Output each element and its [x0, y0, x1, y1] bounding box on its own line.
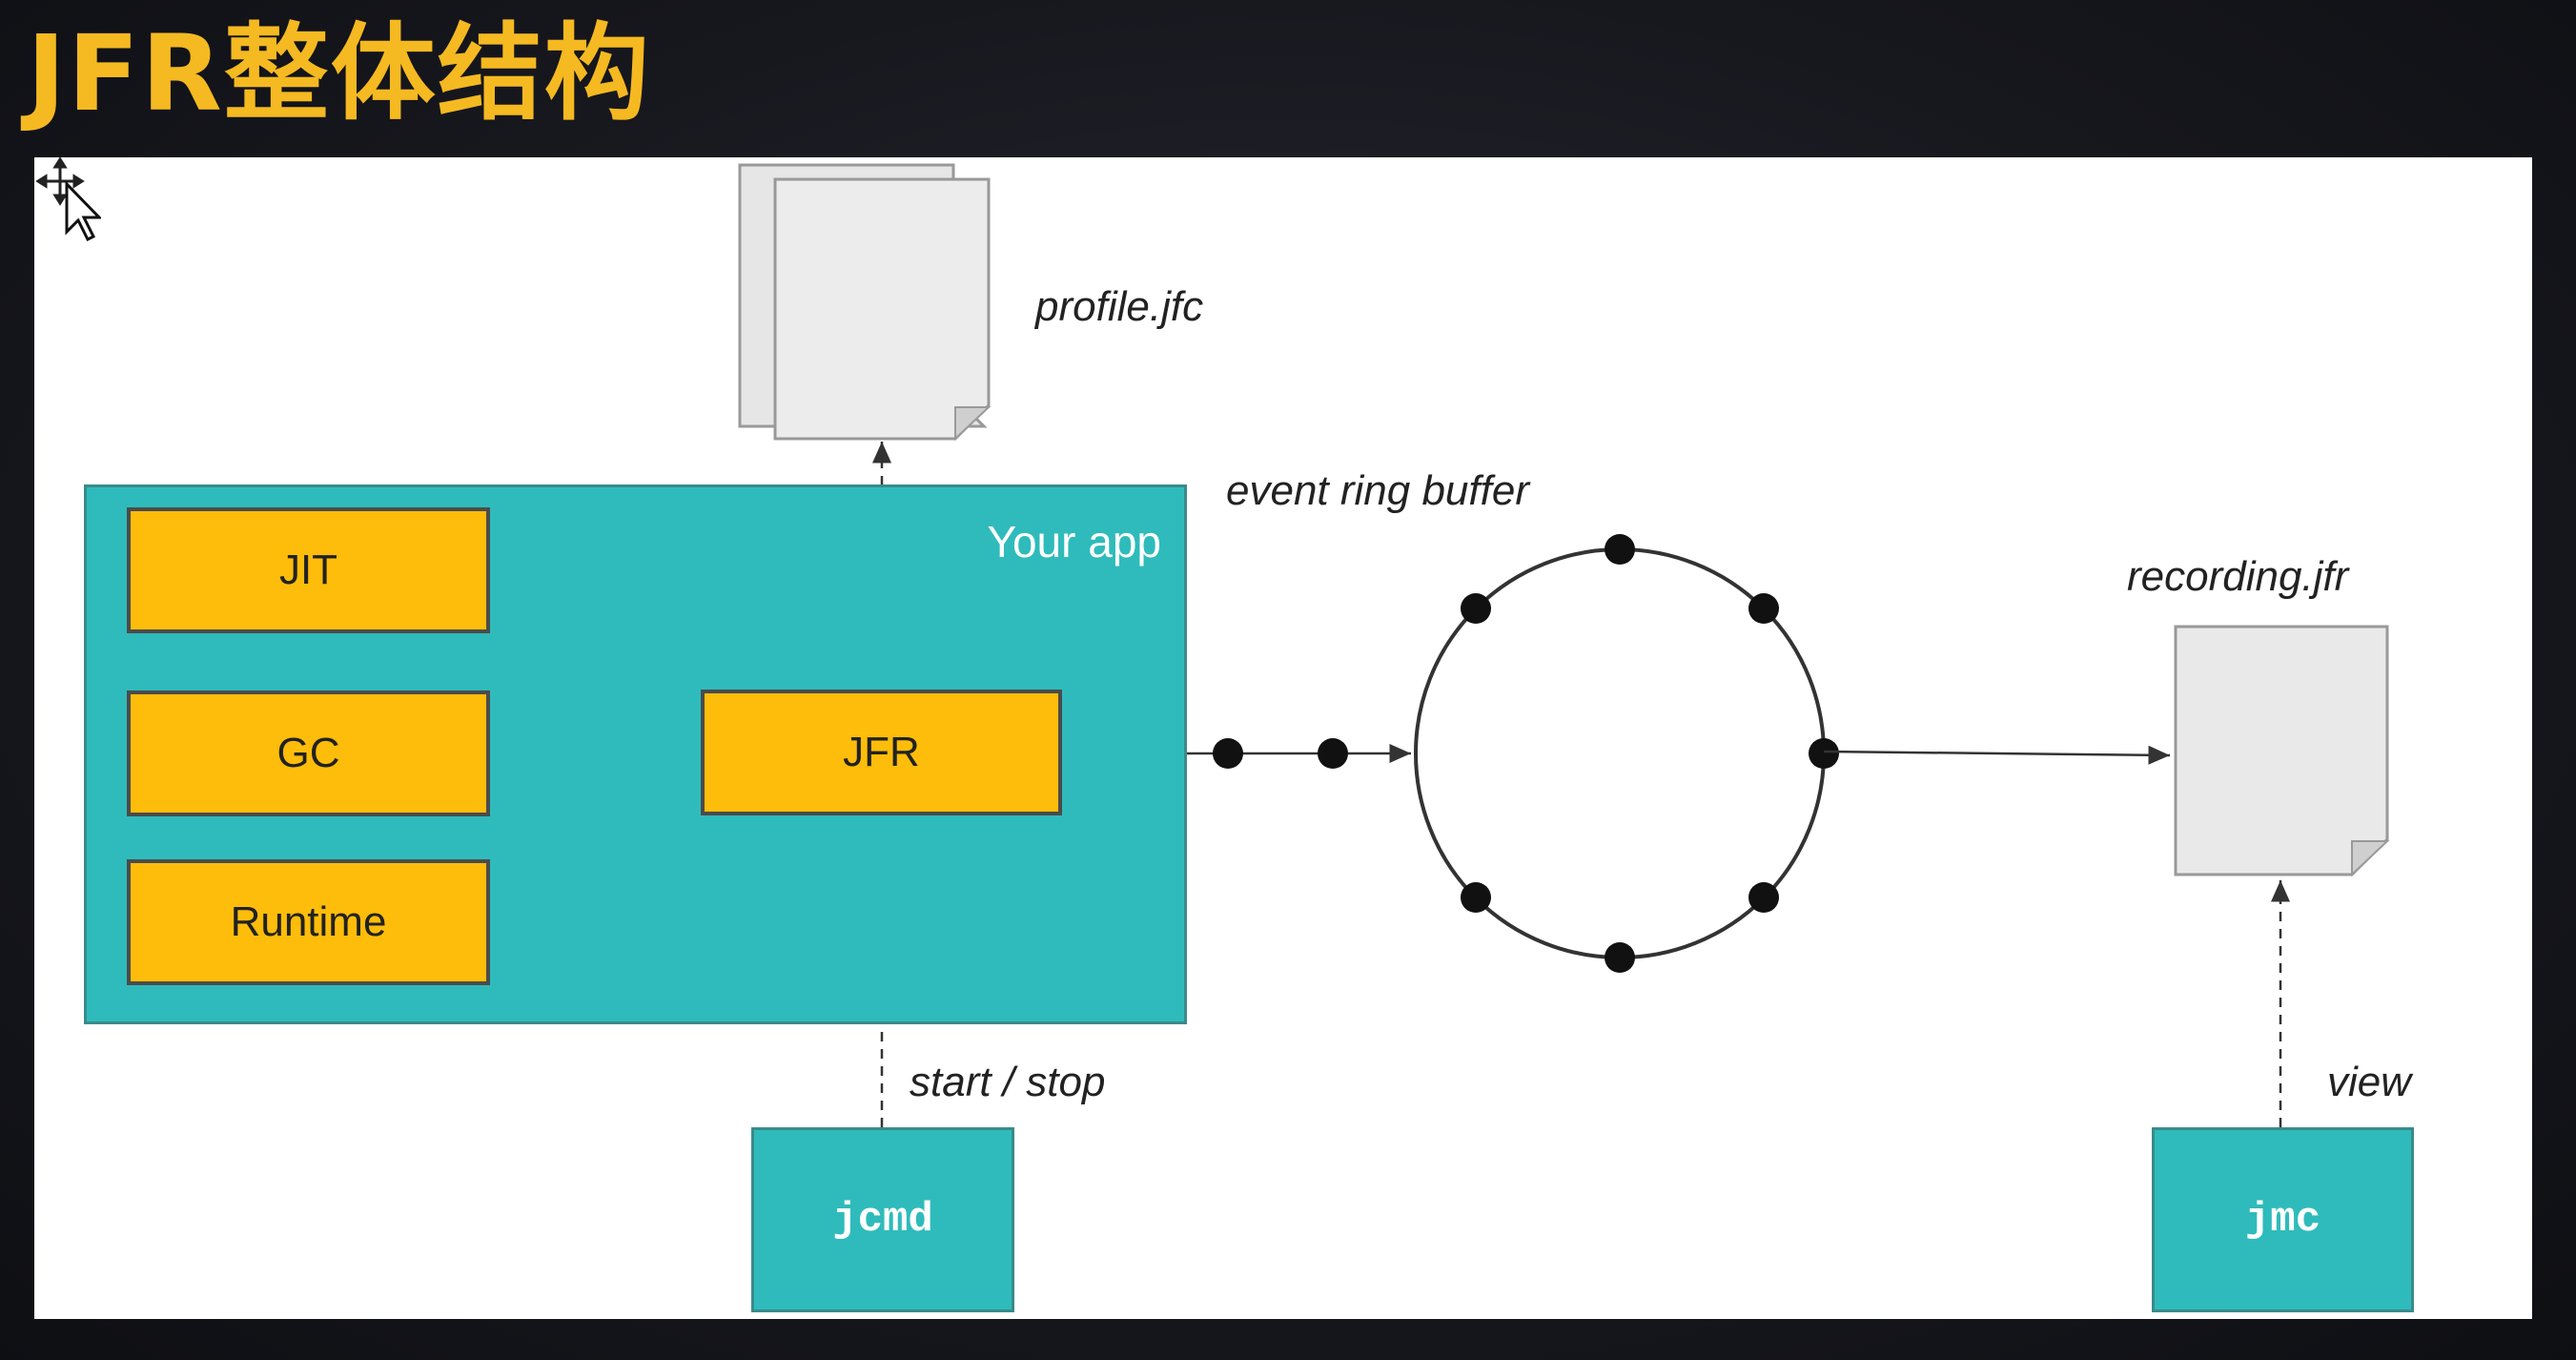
ring-buffer-label: event ring buffer — [1226, 467, 1529, 514]
config-file-label: profile.jfc — [1035, 283, 1204, 330]
jfr-box: JFR — [701, 690, 1062, 815]
buffer-slot — [1461, 593, 1491, 624]
jcmd-box: jcmd — [751, 1127, 1014, 1312]
move-cursor-icon — [35, 157, 101, 242]
buffer-slot — [1461, 882, 1491, 913]
runtime-box: Runtime — [127, 859, 490, 985]
buffer-slot — [1605, 942, 1635, 973]
buffer-slot — [1809, 738, 1839, 769]
recording-document-icon — [2174, 625, 2390, 877]
event-dot — [1213, 738, 1243, 769]
recording-file-label: recording.jfr — [2127, 553, 2349, 600]
buffer-slot — [1748, 882, 1779, 913]
control-action-label: start / stop — [910, 1059, 1106, 1105]
app-label: Your app — [987, 517, 1161, 567]
flush-arrow — [1823, 745, 2171, 765]
buffer-slot — [1605, 534, 1635, 565]
diagram-canvas: profile.jfc event ring buffer recording.… — [34, 157, 2532, 1319]
view-action-label: view — [2327, 1059, 2412, 1105]
jmc-box: jmc — [2152, 1127, 2414, 1312]
slide-title: JFR整体结构 — [27, 12, 651, 134]
profile-document-icon — [738, 163, 992, 442]
gc-box: GC — [127, 690, 490, 816]
event-dot — [1318, 738, 1348, 769]
jit-box: JIT — [127, 507, 490, 633]
buffer-slot — [1748, 593, 1779, 624]
